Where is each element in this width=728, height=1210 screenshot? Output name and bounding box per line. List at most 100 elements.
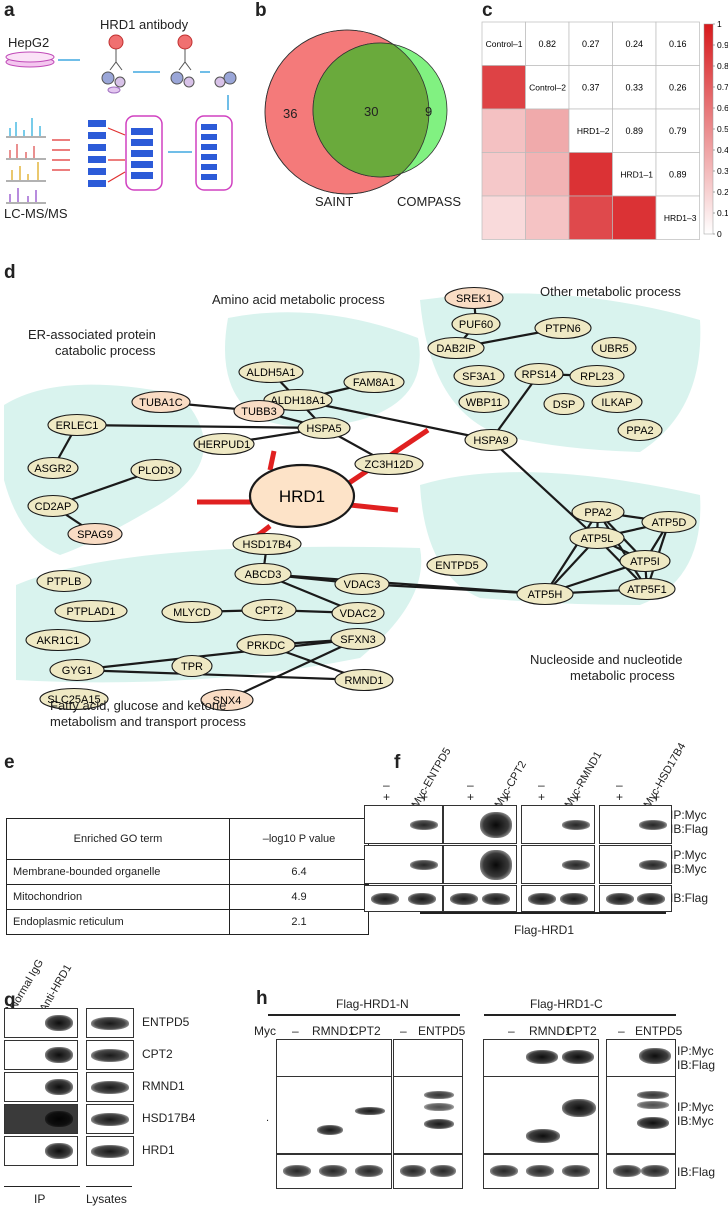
network-node [543, 392, 585, 416]
blot-band [45, 1047, 73, 1063]
group-nucleoside-2: metabolic process [570, 668, 675, 683]
f-row-label: IB:Flag [670, 822, 709, 836]
heatmap-cell [525, 108, 570, 153]
network-node-label: SPAG9 [77, 529, 113, 541]
h-row-label: IB:Myc [677, 1114, 714, 1128]
heatmap-value: 0.82 [538, 39, 556, 49]
f-lane-plus: + [574, 790, 582, 804]
h-myc-label: Myc [254, 1024, 276, 1038]
hrd1-edge [267, 450, 277, 471]
h-dot: . [266, 1112, 270, 1124]
network-node [343, 370, 405, 394]
heatmap-cell [568, 152, 613, 197]
network-node-label: PTPLB [47, 576, 82, 588]
network-node-label: HERPUD1 [198, 439, 251, 451]
group-nucleoside-1: Nucleoside and nucleotide [530, 652, 683, 667]
network-node [39, 687, 109, 711]
g-protein-label: ENTPD5 [142, 1015, 190, 1029]
heatmap-cell [481, 195, 526, 240]
network-node-label: RPS14 [522, 369, 557, 381]
heatmap-cell [481, 152, 526, 197]
network-node [534, 316, 592, 340]
hrd1-node-label: HRD1 [279, 487, 325, 506]
network-node [236, 633, 296, 657]
network-node-label: PPA2 [626, 425, 653, 437]
network-node-label: ATP5I [630, 556, 660, 568]
network-node [234, 562, 292, 586]
blot-band [562, 819, 590, 830]
heatmap-row-label: HRD1–2 [577, 126, 610, 136]
network-node [193, 432, 255, 456]
panel-label-h: h [256, 988, 268, 1009]
network-node [569, 364, 625, 388]
network-edge [490, 439, 598, 539]
network-node [334, 668, 394, 692]
g-ip-blot [4, 1104, 78, 1134]
table-row: Endoplasmic reticulum 2.1 [6, 909, 369, 935]
panel-label-b: b [255, 0, 267, 21]
network-node [641, 510, 697, 534]
network-node-label: ASGR2 [34, 463, 71, 475]
h-blot-panel [276, 1154, 392, 1189]
blot-band [480, 811, 512, 838]
heatmap-cell [568, 21, 613, 66]
network-edge [76, 637, 359, 672]
go-term: Mitochondrion [6, 884, 230, 910]
blot-band [450, 892, 478, 905]
network-node-label: ERLEC1 [56, 420, 99, 432]
heatmap-row-label: Control–2 [529, 82, 566, 92]
heatmap-value: 0.37 [582, 82, 600, 92]
network-edge [76, 668, 365, 682]
blot-band [639, 1048, 671, 1064]
network-node [67, 522, 123, 546]
f-lane-label: Myc-HSD17B4 [641, 740, 689, 810]
h-right-title-line [484, 1014, 676, 1016]
network-node-label: SF3A1 [462, 371, 496, 383]
network-node [25, 628, 91, 652]
h-lane-label: – [400, 1024, 407, 1038]
h-blot-panel [606, 1154, 676, 1189]
blot-band [424, 1091, 454, 1099]
blot-band [319, 1165, 347, 1177]
network-node [569, 526, 625, 550]
heatmap-value: 0.26 [669, 82, 687, 92]
h-blot-panel [483, 1039, 599, 1077]
network-node [458, 390, 510, 414]
heatmap-value: 0.27 [582, 39, 600, 49]
h-left-title-line [268, 1014, 460, 1016]
f-row-label: IB:Flag [670, 891, 709, 905]
network-node-label: DAB2IP [436, 343, 475, 355]
f-lane-plus: + [538, 790, 546, 804]
f-blot-panel [521, 885, 595, 912]
network-node [49, 658, 105, 682]
network-node-label: ENTPD5 [435, 560, 478, 572]
venn-overlap-count: 30 [364, 104, 379, 119]
heatmap-value: 0.79 [669, 126, 687, 136]
network-node-label: PPA2 [584, 507, 611, 519]
h-blot-panel [483, 1154, 599, 1189]
hrd1-edge [349, 502, 399, 513]
colorbar-tick: 0.1 [717, 208, 728, 218]
f-lane-label: Myc-ENTPD5 [409, 745, 454, 810]
go-table: Enriched GO term –log10 P value Membrane… [6, 818, 369, 935]
heatmap-cell [525, 152, 570, 197]
network-node [453, 364, 505, 388]
network-node-label: UBR5 [599, 343, 628, 355]
network-node [54, 599, 128, 623]
blot-band [45, 1143, 73, 1159]
go-header-pvalue: –log10 P value [229, 818, 369, 860]
network-node [444, 286, 504, 310]
h-blot-panel [393, 1076, 463, 1154]
f-lane-plus: + [467, 790, 475, 804]
blot-band [480, 849, 512, 880]
colorbar-tick: 0.5 [717, 124, 728, 134]
network-node [130, 458, 182, 482]
heatmap-value: 0.89 [669, 169, 687, 179]
g-lysate-blot [86, 1008, 134, 1038]
f-blot-panel [443, 885, 517, 912]
network-node-label: ATP5H [528, 589, 563, 601]
f-lane-minus: – [467, 778, 474, 792]
heatmap-row-label: Control–1 [486, 39, 523, 49]
network-node [334, 572, 390, 596]
h-lane-label: ENTPD5 [418, 1024, 466, 1038]
